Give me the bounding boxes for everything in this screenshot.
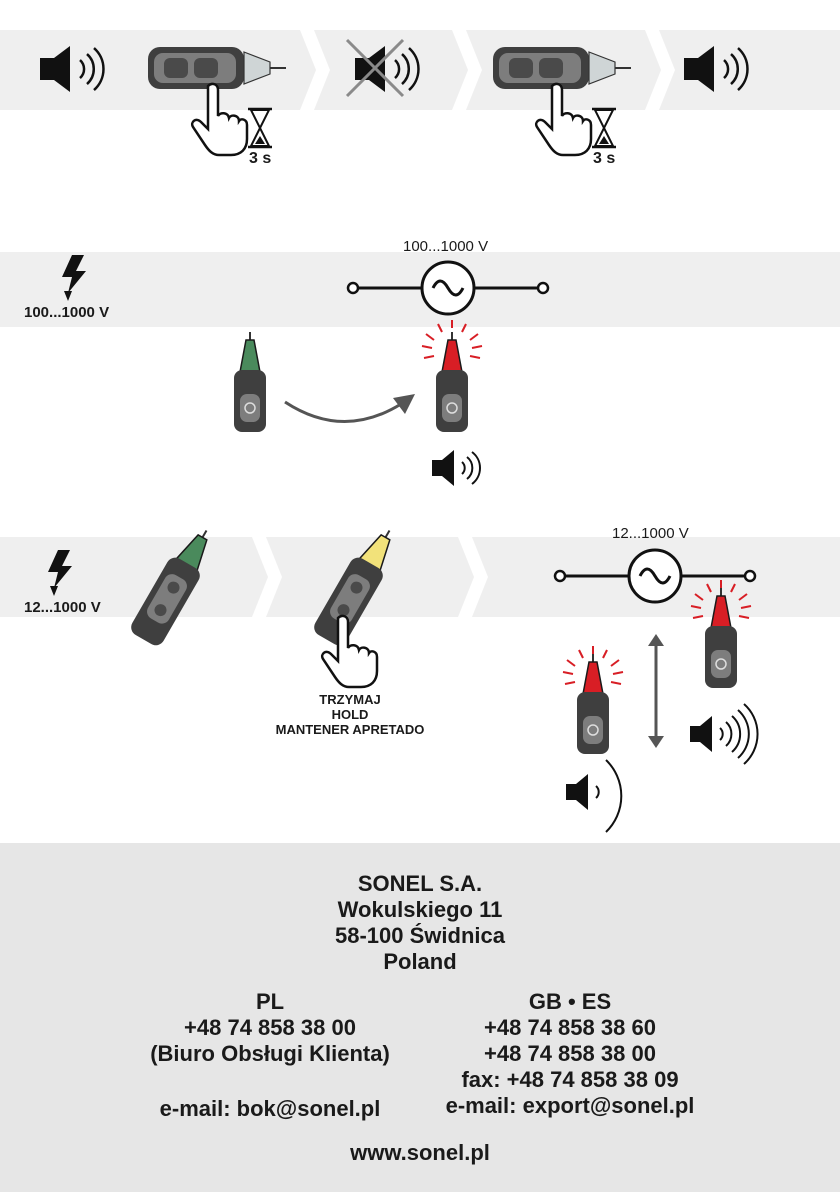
hourglass-icon: [592, 107, 616, 149]
hold-label: MANTENER APRETADO: [275, 722, 425, 737]
range-label: 100...1000 V: [24, 304, 110, 321]
source-voltage-label: 100...1000 V: [403, 238, 489, 255]
hourglass-icon: [248, 107, 272, 149]
company-street: Wokulskiego 11: [337, 897, 503, 922]
speaker-quiet-icon: [566, 759, 623, 833]
ac-source-icon: [346, 260, 550, 316]
hand-press-icon: [535, 82, 593, 157]
lightning-icon: [48, 550, 72, 596]
gbes-heading: GB • ES: [528, 989, 612, 1014]
chevron-arrow-icon: [452, 30, 482, 110]
gbes-phone: +48 74 858 38 60: [484, 1015, 656, 1040]
contact-footer: [0, 843, 840, 1192]
hand-hold-icon: [321, 614, 379, 689]
company-country: Poland: [383, 949, 457, 974]
pl-email[interactable]: e-mail: bok@sonel.pl: [159, 1096, 381, 1121]
hold-label: TRZYMAJ: [319, 692, 381, 707]
gbes-fax: fax: +48 74 858 38 09: [461, 1067, 679, 1092]
website-link[interactable]: www.sonel.pl: [350, 1140, 490, 1165]
voltage-tester-red-icon: [705, 588, 737, 688]
chevron-arrow-icon: [252, 537, 282, 617]
speaker-on-icon: [40, 46, 105, 92]
curved-arrow-icon: [284, 394, 415, 423]
flash-rays-icon: [690, 580, 752, 619]
pl-phone: +48 74 858 38 00: [184, 1015, 356, 1040]
pl-note: (Biuro Obsługi Klienta): [150, 1041, 390, 1066]
voltage-tester-green-icon: [234, 332, 266, 432]
speaker-muted-icon: [345, 38, 420, 98]
gbes-phone: +48 74 858 38 00: [484, 1041, 656, 1066]
voltage-tester-yellow-icon: [314, 529, 391, 646]
chevron-arrow-icon: [300, 30, 330, 110]
chevron-arrow-icon: [458, 537, 488, 617]
timer-label: 3 s: [593, 150, 616, 167]
double-arrow-icon: [648, 634, 664, 748]
flash-rays-icon: [421, 320, 483, 359]
company-city: 58-100 Świdnica: [335, 923, 505, 948]
range-label: 12...1000 V: [24, 599, 101, 616]
voltage-tester-red-icon: [436, 332, 468, 432]
lightning-icon: [62, 255, 86, 301]
ac-source-icon: [553, 548, 757, 604]
company-name: SONEL S.A.: [357, 871, 483, 896]
speaker-on-icon: [684, 46, 749, 92]
voltage-tester-green-icon: [131, 529, 208, 646]
speaker-loud-icon: [690, 703, 759, 765]
pl-heading: PL: [255, 989, 285, 1014]
voltage-tester-icon: [493, 47, 631, 89]
voltage-tester-red-icon: [577, 654, 609, 754]
timer-label: 3 s: [249, 150, 272, 167]
hold-label: HOLD: [331, 707, 369, 722]
chevron-arrow-icon: [645, 30, 675, 110]
source-voltage-label: 12...1000 V: [612, 525, 689, 542]
voltage-tester-icon: [148, 47, 286, 89]
gbes-email[interactable]: e-mail: export@sonel.pl: [445, 1093, 695, 1118]
flash-rays-icon: [562, 646, 624, 685]
hand-press-icon: [191, 82, 249, 157]
speaker-on-icon: [432, 450, 481, 486]
